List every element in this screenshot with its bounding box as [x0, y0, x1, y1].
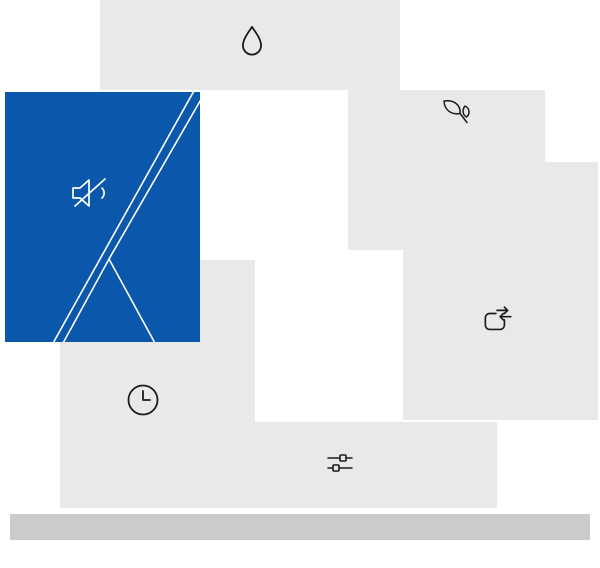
tile-share[interactable] — [403, 162, 598, 420]
water-drop-icon — [238, 24, 266, 58]
ribbon-muted[interactable] — [5, 92, 200, 342]
ribbon-fill — [5, 92, 200, 342]
options-sliders-icon — [325, 450, 355, 476]
share-swap-icon — [479, 306, 515, 338]
speaker-muted-icon — [72, 178, 106, 207]
ribbon-fold-lines — [52, 92, 200, 342]
tile-options[interactable] — [200, 422, 497, 508]
clock-icon — [125, 382, 161, 418]
bottom-bar — [10, 514, 590, 540]
tile-water[interactable] — [100, 0, 400, 90]
leaf-icon — [439, 96, 473, 130]
